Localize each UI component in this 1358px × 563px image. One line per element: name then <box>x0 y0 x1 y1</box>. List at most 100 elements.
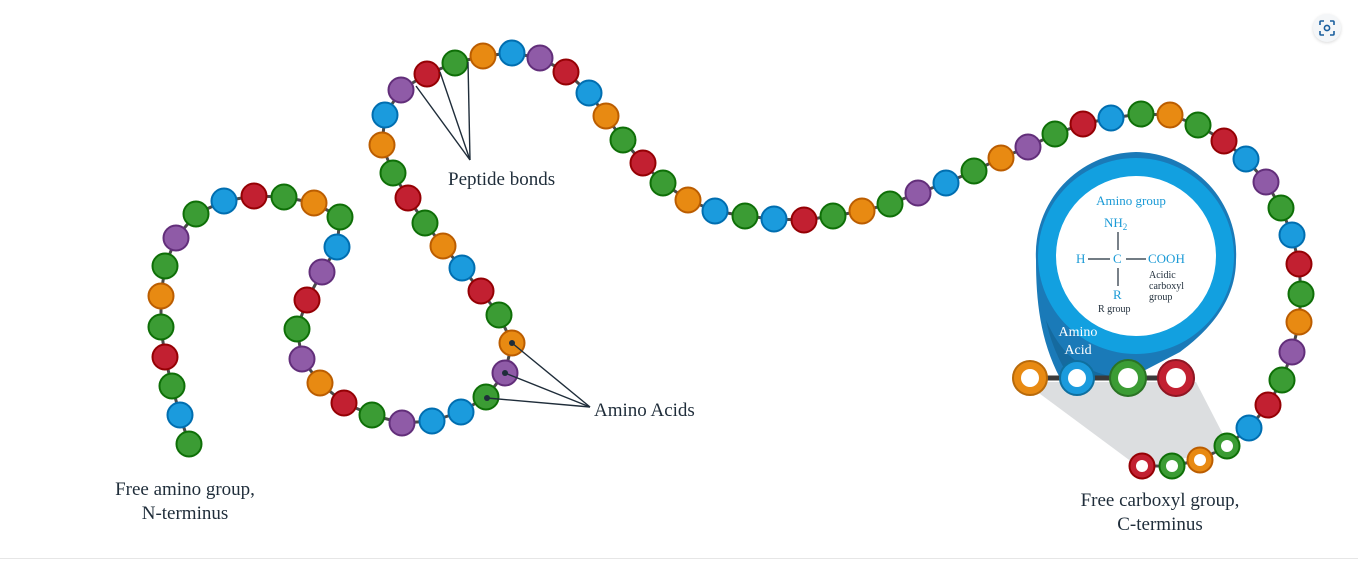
n-terminus-label: Free amino group, N-terminus <box>115 479 255 524</box>
amino-acid-label-1: Amino <box>1059 325 1098 340</box>
amino-acid-bead-orange <box>592 102 620 130</box>
amino-acid-bead-red <box>240 182 268 210</box>
amino-acid-bead-orange <box>674 186 702 214</box>
amino-acid-bead-green <box>379 159 407 187</box>
amino-acids-label: Amino Acids <box>594 400 695 421</box>
amino-acid-bead-red <box>467 277 495 305</box>
amino-acid-bead-blue <box>1278 221 1306 249</box>
amino-acid-bead-green <box>158 372 186 400</box>
amino-acid-pointer-dots <box>484 340 515 401</box>
peptide-bond-pointers <box>415 61 471 161</box>
amino-acid-bead-orange <box>368 131 396 159</box>
amino-acid-bead-green <box>175 430 203 458</box>
nh2-label: NH2 <box>1104 215 1127 232</box>
peptide-bonds-label: Peptide bonds <box>448 169 556 190</box>
amino-acid-callout: Amino group NH2 H C COOH Acidic carboxyl… <box>1035 152 1237 378</box>
bead-center <box>1136 460 1148 472</box>
amino-acid-bead-purple <box>388 409 416 437</box>
amino-acid-bead-green <box>485 301 513 329</box>
amino-acid-bead-green <box>1287 280 1315 308</box>
amino-acid-bead-red <box>1254 391 1282 419</box>
amino-acid-bead-blue <box>448 254 476 282</box>
amino-acid-bead-purple <box>162 224 190 252</box>
amino-acid-bead-green <box>182 200 210 228</box>
amino-acid-bead-purple <box>387 76 415 104</box>
amino-acid-bead-green <box>441 49 469 77</box>
amino-acid-bead-green <box>411 209 439 237</box>
amino-acid-bead-green <box>960 157 988 185</box>
amino-acid-bead-purple <box>308 258 336 286</box>
amino-acid-bead-red <box>1285 250 1313 278</box>
acidic-label-3: group <box>1149 292 1172 303</box>
amino-acid-bead-blue <box>760 205 788 233</box>
amino-acid-bead-orange <box>848 197 876 225</box>
amino-acid-bead-green <box>1268 366 1296 394</box>
r-atom: R <box>1113 287 1122 302</box>
amino-acid-bead-red <box>1069 110 1097 138</box>
amino-acid-bead-blue <box>1232 145 1260 173</box>
scan-button[interactable] <box>1313 14 1341 42</box>
amino-acid-bead-green <box>1184 111 1212 139</box>
scan-icon <box>1319 20 1335 36</box>
amino-acid-bead-red <box>552 58 580 86</box>
amino-group-label: Amino group <box>1096 193 1166 208</box>
amino-acid-bead-blue <box>323 233 351 261</box>
amino-acid-bead-purple <box>288 345 316 373</box>
cooh-label: COOH <box>1148 251 1185 266</box>
amino-acid-bead-purple <box>1014 133 1042 161</box>
enlarged-amino-acids <box>1012 359 1195 397</box>
amino-acid-bead-red <box>1210 127 1238 155</box>
amino-acid-bead-green <box>1267 194 1295 222</box>
amino-acid-bead-orange <box>306 369 334 397</box>
amino-acid-bead-blue <box>371 101 399 129</box>
amino-acid-bead-green <box>731 202 759 230</box>
amino-acid-bead-blue <box>701 197 729 225</box>
amino-acid-bead-green <box>1127 100 1155 128</box>
amino-acid-bead-orange <box>300 189 328 217</box>
amino-acid-bead-blue <box>166 401 194 429</box>
amino-acid-bead-blue <box>932 169 960 197</box>
magnifier-shadow <box>1024 382 1230 468</box>
amino-acid-bead-orange <box>147 282 175 310</box>
amino-acid-bead-red <box>293 286 321 314</box>
acidic-label-2: carboxyl <box>1149 281 1184 292</box>
amino-acid-bead-green <box>283 315 311 343</box>
bottom-divider <box>0 558 1358 559</box>
bead-center <box>1166 460 1178 472</box>
h-atom: H <box>1076 251 1085 266</box>
amino-acid-bead-green <box>151 252 179 280</box>
amino-acid-bead-green <box>649 169 677 197</box>
c-atom: C <box>1113 251 1122 266</box>
amino-acid-bead-blue <box>575 79 603 107</box>
amino-acid-bead-green <box>147 313 175 341</box>
amino-acid-bead-red <box>413 60 441 88</box>
c-terminus-label: Free carboxyl group, C-terminus <box>1080 490 1240 535</box>
amino-acid-bead-purple <box>1278 338 1306 366</box>
amino-acid-bead-orange <box>1285 308 1313 336</box>
amino-acid-bead-green <box>1041 120 1069 148</box>
amino-acid-bead-red <box>330 389 358 417</box>
acidic-label-1: Acidic <box>1149 270 1176 281</box>
amino-acid-bead-blue <box>210 187 238 215</box>
amino-acid-bead-blue <box>418 407 446 435</box>
amino-acid-bead-purple <box>526 44 554 72</box>
amino-acid-bead-green <box>609 126 637 154</box>
amino-acid-bead-red <box>151 343 179 371</box>
amino-acid-bead-orange <box>987 144 1015 172</box>
amino-acid-chain <box>147 39 1315 480</box>
amino-acid-bead-orange <box>469 42 497 70</box>
amino-acid-bead-blue <box>1235 414 1263 442</box>
bead-center <box>1194 454 1206 466</box>
amino-acid-bead-blue <box>1097 104 1125 132</box>
amino-acid-bead-purple <box>1252 168 1280 196</box>
amino-acid-pointers <box>486 342 591 408</box>
amino-acid-bead-green <box>326 203 354 231</box>
amino-acid-bead-blue <box>447 398 475 426</box>
amino-acid-bead-green <box>270 183 298 211</box>
amino-acid-bead-red <box>629 149 657 177</box>
amino-acid-bead-orange <box>1156 101 1184 129</box>
amino-acid-bead-purple <box>904 179 932 207</box>
amino-acid-label-2: Acid <box>1064 343 1091 358</box>
bead-center <box>1221 440 1233 452</box>
